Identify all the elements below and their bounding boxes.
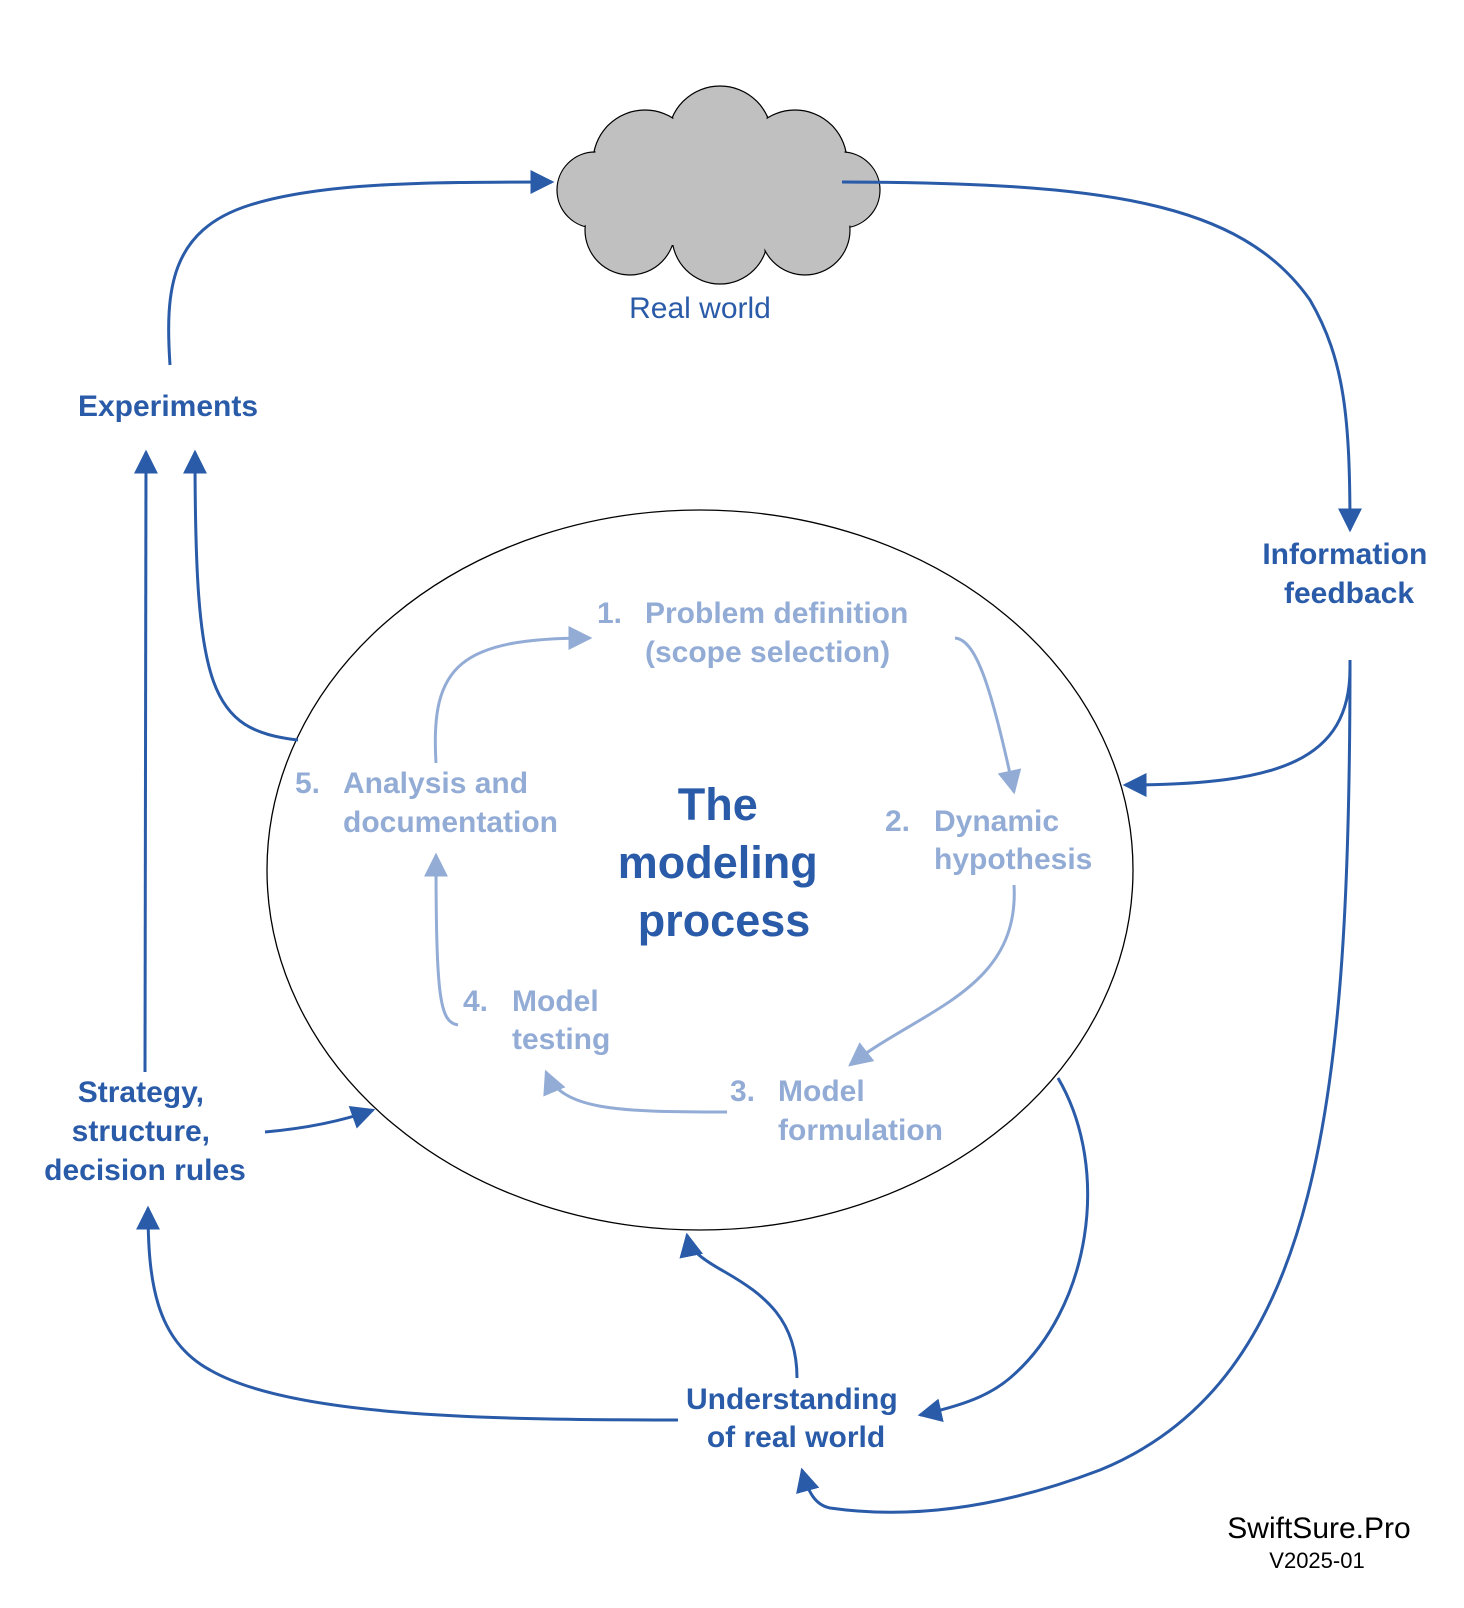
arrow-ellipse-to-experiments-right <box>183 449 299 742</box>
arrow-ellipse-to-understanding <box>917 1077 1090 1423</box>
step-2-number: 2. <box>885 805 910 838</box>
step-3-label: Model formulation <box>778 1075 943 1147</box>
brand-name: SwiftSure.Pro <box>1227 1512 1410 1545</box>
step-1-label: Problem definition (scope selection) <box>645 597 917 669</box>
arrow-step1-to-step2 <box>954 636 1022 795</box>
step-2: 2. Dynamic hypothesis <box>885 805 1092 876</box>
step-1: 1. Problem definition (scope selection) <box>597 597 917 669</box>
step-5-number: 5. <box>295 767 320 800</box>
step-3-number: 3. <box>730 1075 755 1108</box>
arrow-step2-to-step3 <box>848 884 1016 1067</box>
strategy-label: Strategy, structure, decision rules <box>44 1076 246 1187</box>
arrow-understanding-to-strategy <box>136 1205 679 1422</box>
step-4: 4. Model testing <box>463 985 610 1056</box>
arrow-step4-to-step5 <box>424 852 459 1027</box>
step-3: 3. Model formulation <box>730 1075 943 1147</box>
step-4-label: Model testing <box>512 985 610 1056</box>
arrow-strategy-to-ellipse <box>264 1105 376 1134</box>
arrow-step5-to-step1 <box>433 626 593 764</box>
step-2-label: Dynamic hypothesis <box>934 805 1092 876</box>
arrow-understanding-to-ellipse <box>679 1232 799 1379</box>
step-4-number: 4. <box>463 985 488 1018</box>
step-5-label: Analysis and documentation <box>343 767 558 839</box>
arrow-information-feedback-to-ellipse <box>1122 667 1352 797</box>
experiments-label: Experiments <box>78 390 258 423</box>
cloud-icon <box>556 85 881 285</box>
arrow-experiments-to-real-world <box>167 170 555 366</box>
step-1-number: 1. <box>597 597 622 630</box>
center-title: The modeling process <box>618 779 831 946</box>
arrow-step3-to-step4 <box>543 1069 728 1114</box>
arrow-strategy-to-experiments <box>133 449 158 1073</box>
arrow-information-feedback-to-understanding <box>796 659 1352 1514</box>
understanding-label: Understanding of real world <box>686 1383 906 1454</box>
modeling-process-ellipse <box>266 509 1134 1231</box>
real-world-label: Real world <box>629 292 771 325</box>
information-feedback-label: Information feedback <box>1262 538 1435 610</box>
version-label: V2025-01 <box>1269 1548 1364 1573</box>
step-5: 5. Analysis and documentation <box>295 767 558 839</box>
arrow-real-world-to-information-feedback <box>841 180 1362 533</box>
